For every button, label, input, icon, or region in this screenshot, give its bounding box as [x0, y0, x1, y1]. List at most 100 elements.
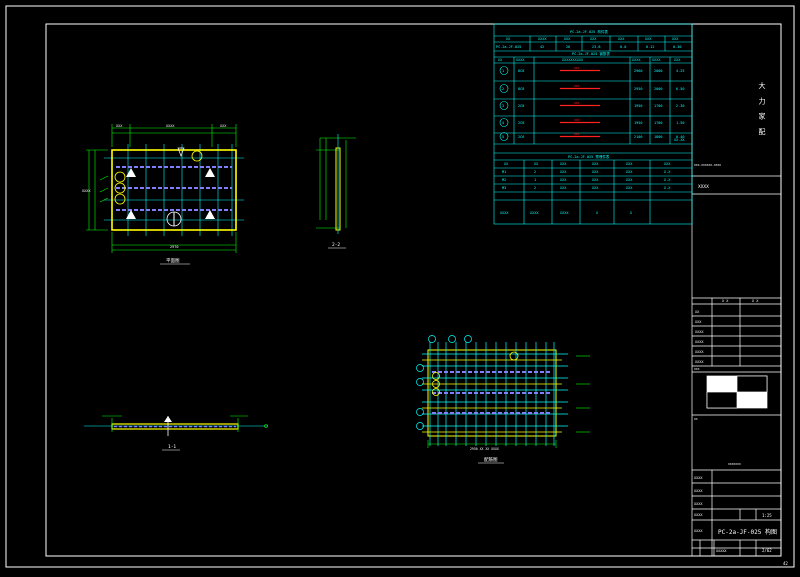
rev-cell-1: X X — [722, 299, 729, 303]
sign-row-3: XXXX — [694, 502, 703, 506]
rebar-col-6: XXX — [674, 58, 681, 62]
rebar-cell-spec: 8C8 — [518, 69, 524, 73]
rebar-header: PC-2a-JF-025 钢筋表 — [572, 51, 610, 56]
rebar-cell-id: 2 — [502, 87, 504, 91]
embed-col-1: XX — [504, 162, 509, 166]
rebar-cell-num: 2000 — [654, 69, 662, 73]
component-cell-6: 0.12 — [646, 45, 654, 49]
embed-cell: XXX — [592, 186, 599, 190]
sheet-number: 2/62 — [762, 548, 772, 553]
bottom-left-mark: XX — [694, 417, 698, 421]
embed-cell: XXX — [592, 170, 599, 174]
rebar-total: XX.XX — [674, 138, 685, 142]
section-label: XXX — [694, 367, 700, 371]
rebar-col-1: XX — [498, 58, 503, 62]
bottom-code: XXXXX — [716, 549, 727, 553]
side-note: XXX-XXXXXX-XXXX — [694, 163, 721, 167]
embed-cell: XXX — [626, 186, 633, 190]
plan-dim-total: 2970 — [170, 245, 178, 249]
sub-label: XXXXXXX — [728, 462, 741, 466]
lift-cell-3: XXXX — [560, 211, 569, 215]
component-cell-4: 23.8 — [592, 45, 600, 49]
rebar-cell-num: 1700 — [654, 104, 662, 108]
plan-dim-top-2: XXXX — [166, 124, 175, 128]
lift-row: XXXX XXXX XXXX X X — [500, 211, 633, 215]
embed-cell: XXX — [560, 170, 567, 174]
plan-dim-top-1: XXX — [116, 124, 123, 128]
rev-cell-2: X X — [752, 299, 759, 303]
component-cell-1: PC-2a-JF-025 — [496, 45, 521, 49]
embed-cell: XXX — [592, 178, 599, 182]
lift-cell-1: XXXX — [500, 211, 509, 215]
rebar-shape-label: XXX — [574, 118, 580, 122]
embed-col-5: XXX — [626, 162, 633, 166]
component-col-6: XXX — [645, 37, 652, 41]
row-label-3: XXXX — [695, 330, 704, 334]
embed-cell: X.X — [664, 186, 671, 190]
rebar-col-5: XXXX — [652, 58, 661, 62]
component-col-4: XXX — [590, 37, 597, 41]
component-col-1: XX — [506, 37, 511, 41]
embed-cell: XXX — [560, 178, 567, 182]
embed-cell: X.X — [664, 170, 671, 174]
lift-cell-5: X — [630, 211, 633, 215]
rebar-shape-label: XXX — [574, 66, 580, 70]
lift-cell-2: XXXX — [530, 211, 539, 215]
plan-dim-side: XXXX — [82, 189, 91, 193]
rebar-row-marker — [499, 84, 509, 93]
row-label-5: XXXX — [695, 350, 704, 354]
component-cell-2: 42 — [540, 45, 544, 49]
component-col-7: XXX — [672, 37, 679, 41]
rebar-cell-spec: 2C8 — [518, 104, 524, 108]
rebar-cell-id: 3 — [502, 104, 504, 108]
tables-text: PC-2a-JF-025 构件表 XX XXXX XXX XXX XXX XXX… — [496, 29, 681, 62]
rebar-view: 2950 XX XX XXXX 配筋图 — [416, 335, 590, 464]
lift-cell-4: X — [596, 211, 599, 215]
rebar-cell-spec: 8C8 — [518, 87, 524, 91]
component-col-2: XXXX — [538, 37, 547, 41]
designer-vertical: 大 力 家 配 — [758, 81, 766, 136]
rebar-cell-num: 1800 — [654, 135, 662, 139]
rebar-row-marker — [499, 66, 509, 75]
plan-view-label: 平面图 — [166, 258, 180, 264]
embed-cell: 2 — [534, 186, 536, 190]
rebar-cell-spec: 2C8 — [518, 121, 524, 125]
component-cell-5: 0.0 — [620, 45, 626, 49]
embed-col-3: XXX — [560, 162, 567, 166]
rebar-view-label: 配筋图 — [484, 456, 498, 463]
row-label-2: XXX — [695, 320, 702, 324]
tables-block — [493, 23, 693, 225]
side-view-label: 2-2 — [332, 242, 340, 248]
rebar-shape-label: XXX — [574, 84, 580, 88]
side-view: 2-2 — [316, 134, 356, 249]
title-block-text: 大 力 家 配 XXX-XXXXXX-XXXX XXXX X X X X XX … — [694, 81, 788, 566]
rebar-cell-len: 1950 — [634, 121, 642, 125]
rebar-row-marker — [499, 101, 509, 110]
tables-text-lower: XX.XX PC-2a-JF-025 预埋件表 XX XX XXX XXX XX… — [504, 138, 685, 166]
component-col-5: XXX — [618, 37, 625, 41]
sheet-inner-frame — [45, 23, 782, 557]
embed-col-6: XXX — [664, 162, 671, 166]
drawing-number: PC-2a-JF-025 构图 — [718, 528, 777, 536]
rebar-row-marker — [499, 132, 509, 141]
embed-cell: X.X — [664, 178, 671, 182]
embed-cell: XXX — [560, 186, 567, 190]
embed-cell: 1 — [534, 178, 536, 182]
scale-value: 1:25 — [762, 513, 772, 518]
embed-col-2: XX — [534, 162, 539, 166]
section-view-label: 1-1 — [168, 444, 176, 450]
embed-header: PC-2a-JF-025 预埋件表 — [568, 154, 610, 159]
rebar-row-marker — [499, 118, 509, 127]
embed-cell: 2 — [534, 170, 536, 174]
embed-cell: XXX — [626, 170, 633, 174]
rebar-cell-num: 1700 — [654, 121, 662, 125]
rebar-shape-label: XXX — [574, 101, 580, 105]
rebar-cell-num: 2000 — [654, 87, 662, 91]
rebar-cell-w: 0.40 — [676, 135, 684, 139]
rebar-shape-label: XXX — [574, 132, 580, 136]
section-view: 1-1 — [84, 415, 268, 451]
embed-cell: M2 — [502, 178, 506, 182]
